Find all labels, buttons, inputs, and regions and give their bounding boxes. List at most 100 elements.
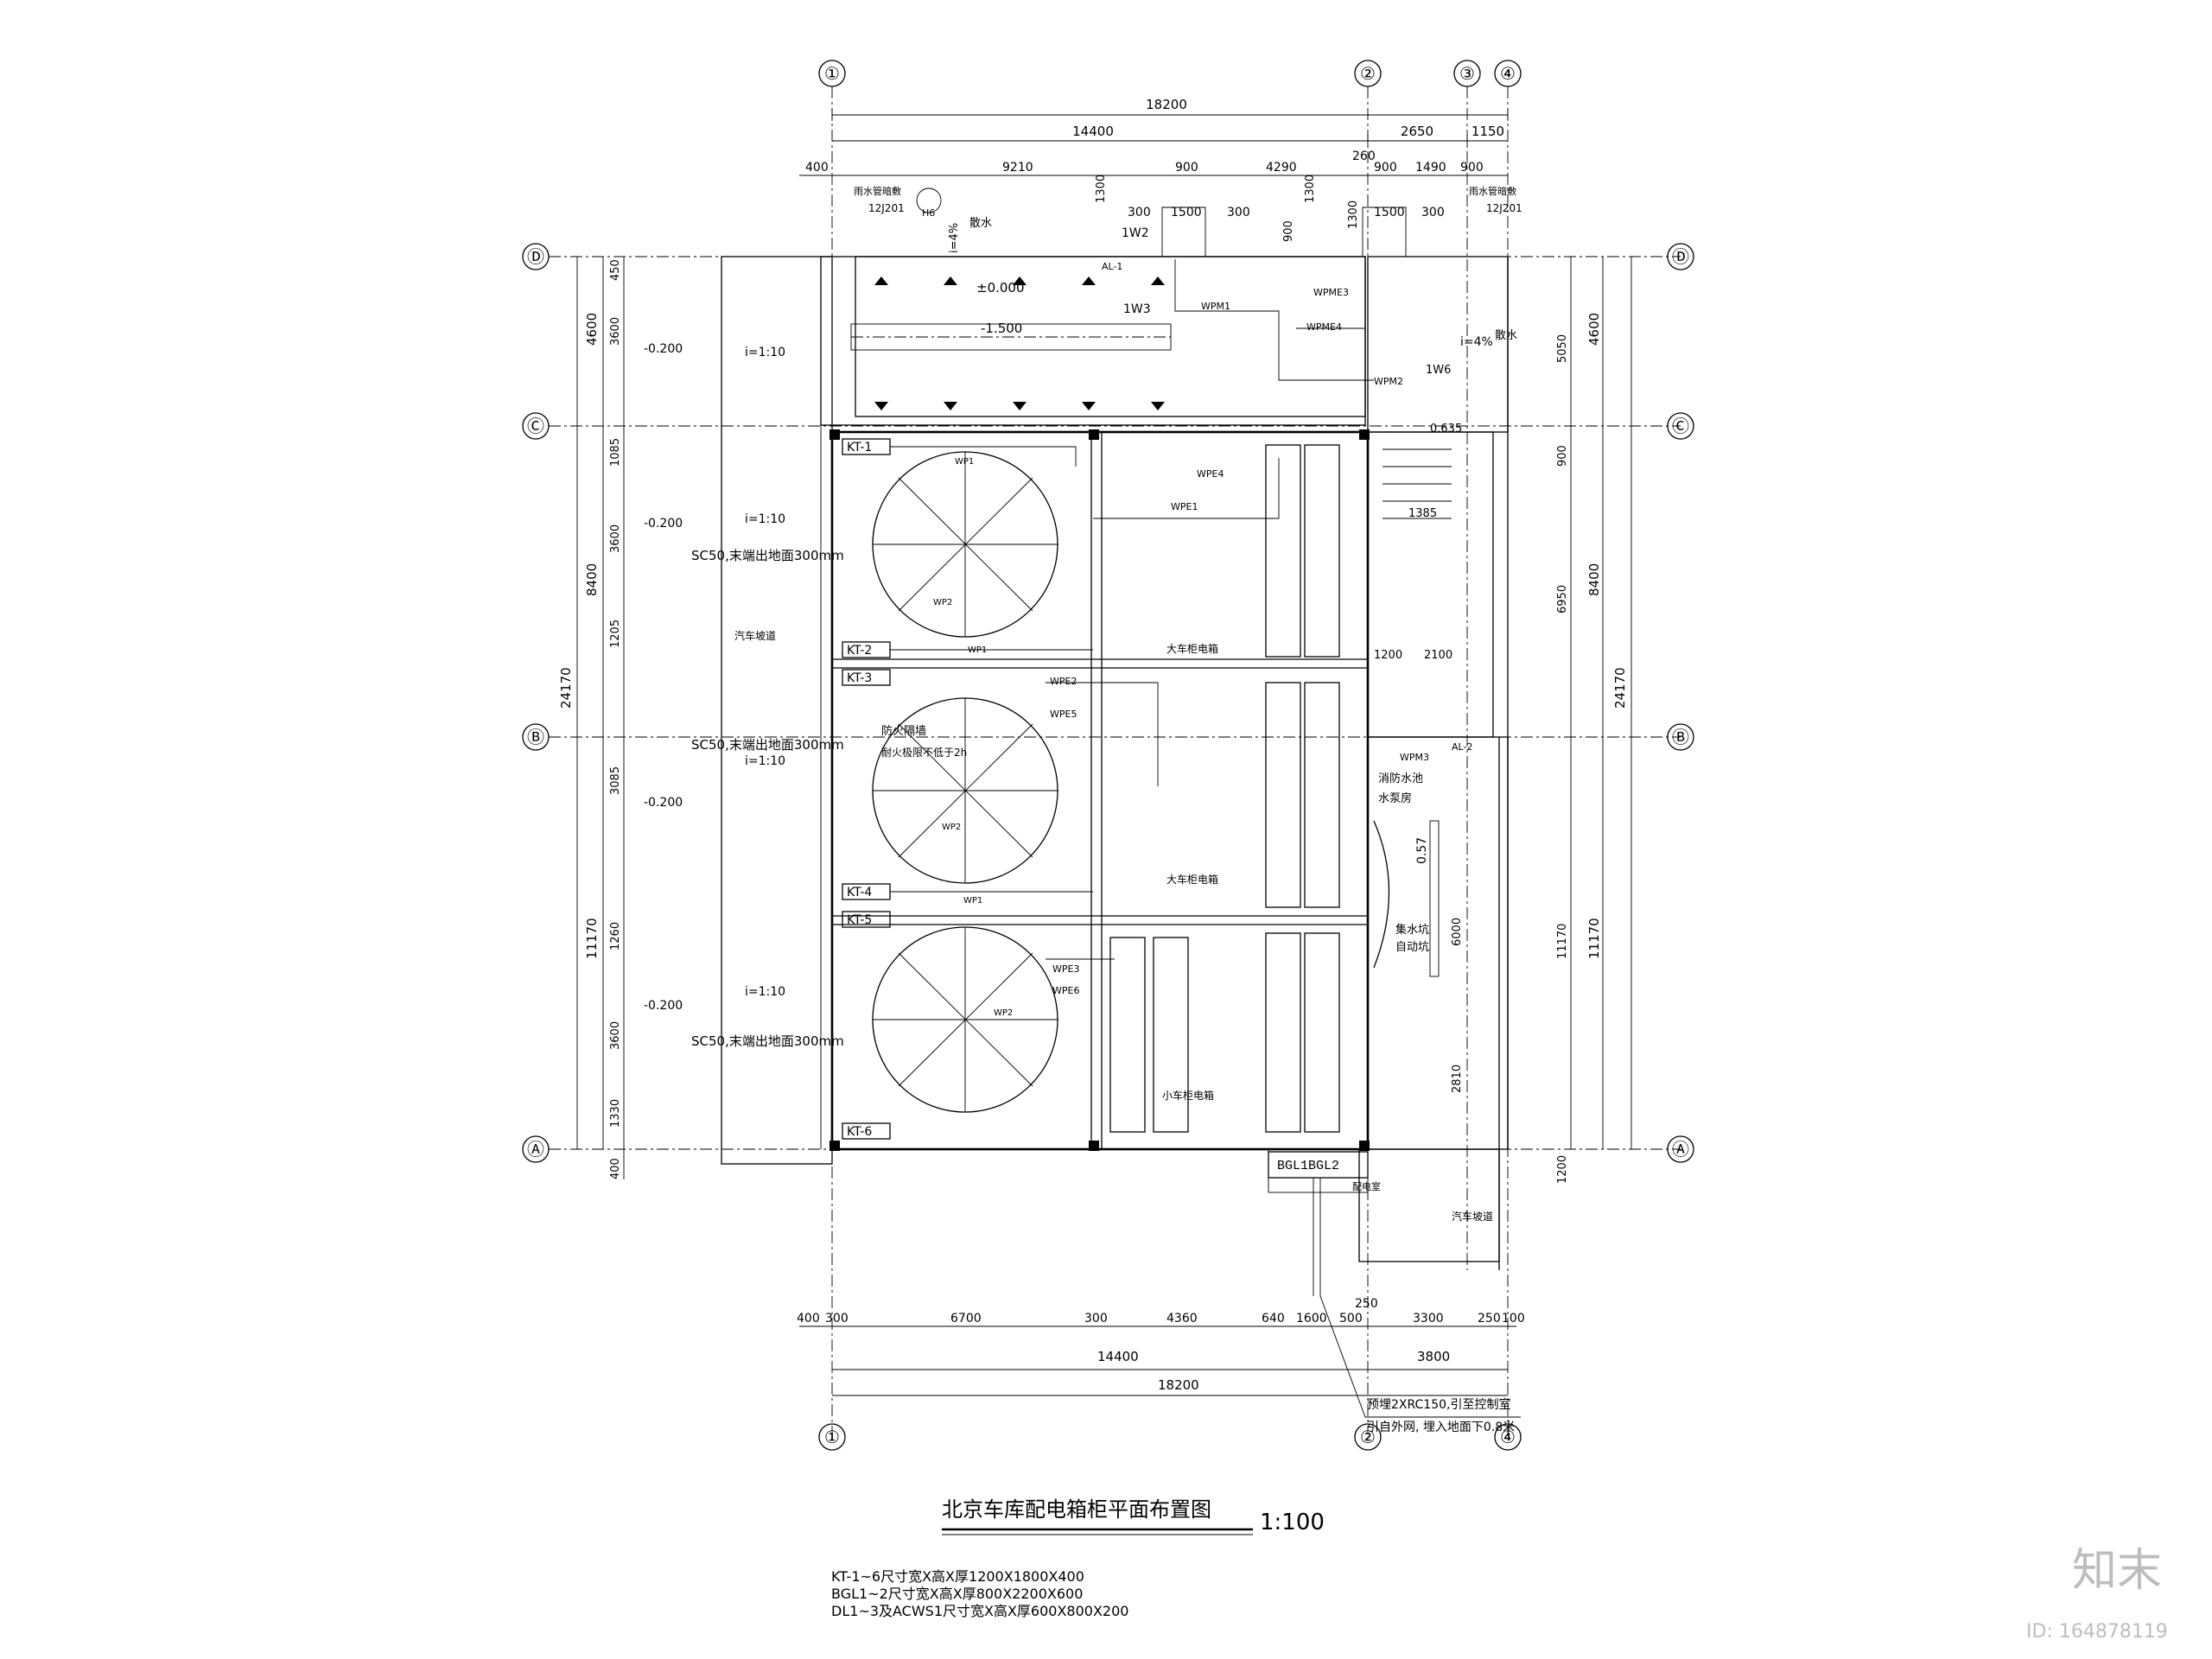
dim-left-total: 24170 <box>558 667 574 709</box>
dim-ri-3: 900 <box>1556 445 1569 467</box>
dim-li-17: 1330 <box>609 1099 622 1128</box>
dim-left-1: 4600 <box>584 313 600 346</box>
ref-12j201-r: 12J201 <box>1486 202 1522 214</box>
elev-neg-1500: -1.500 <box>981 321 1022 336</box>
dim-top-mid-2: 2650 <box>1401 124 1433 139</box>
dim-b-4: 300 <box>1084 1312 1108 1325</box>
sc50-1: SC50,末端出地面300mm <box>691 548 844 563</box>
dim-small-8: 1300 <box>1347 200 1360 229</box>
dim-top-d5: 260 <box>1352 149 1376 163</box>
bottom-dimensions: 400 300 6700 300 4360 640 1600 500 250 3… <box>797 1297 1525 1396</box>
left-dimensions: 24170 4600 8400 11170 450 3600 1085 3600… <box>558 257 625 1179</box>
dim-b-3: 6700 <box>950 1312 982 1325</box>
car-ramp-1: 汽车坡道 <box>734 629 776 642</box>
dim-top-d1: 400 <box>805 161 829 175</box>
dim-top-d4: 4290 <box>1266 161 1297 175</box>
dim-b-2: 300 <box>825 1312 849 1325</box>
dim-right-3: 11170 <box>1586 918 1602 959</box>
distribution-room: BGL1BGL2 配电室 预埋2XRC150,引至控制室 引自外网, 埋入地面下… <box>1268 1151 1521 1434</box>
fire-rating-label: 耐火极限不低于2h <box>881 747 967 759</box>
dim-li-7: 3600 <box>609 524 622 553</box>
charging-racks: 大车柜电箱 大车柜电箱 小车柜电箱 <box>1109 444 1340 1133</box>
wire-wp1-b: WP1 <box>968 645 987 655</box>
wire-wpm3: WPM3 <box>1400 752 1429 763</box>
water-tank-2: 水泵房 <box>1378 791 1412 805</box>
elev-0635: 0.635 <box>1430 423 1462 435</box>
dim-li-3: 3600 <box>609 317 622 346</box>
elev-0: ±0.000 <box>976 280 1025 296</box>
dim-ri-2: 5050 <box>1556 334 1569 363</box>
water-tank: 消防水池 <box>1378 772 1423 785</box>
dim-b-mid-1: 14400 <box>1097 1349 1139 1364</box>
wire-wpe2: WPE2 <box>1050 676 1077 687</box>
dim-top-d2: 9210 <box>1002 161 1033 175</box>
grid-col-3-top: ③ <box>1459 63 1475 84</box>
kt-1: KT-1 <box>847 441 872 454</box>
dim-small-3: 300 <box>1227 206 1250 219</box>
dim-small-7: 300 <box>1421 206 1445 219</box>
kt-panels: KT-1 KT-2 KT-3 KT-4 KT-5 KT-6 <box>842 438 891 1140</box>
elev-l1: -0.200 <box>644 342 683 356</box>
panel-al2: AL-2 <box>1452 741 1472 753</box>
grid-row-d-right: Ⓓ <box>1672 246 1689 267</box>
title-scale: 1:100 <box>1260 1510 1325 1535</box>
grid-axes <box>549 86 1681 1434</box>
dim-ri-4: 6950 <box>1556 585 1569 613</box>
dim-right-2: 8400 <box>1586 563 1602 596</box>
bgl-label: BGL1BGL2 <box>1277 1159 1339 1173</box>
watermark: 知末 ID: 164878119 <box>2026 1545 2168 1643</box>
right-dimensions: 24170 4600 8400 11170 5050 900 6950 1117… <box>1374 257 1632 1184</box>
slope-5: i=1:10 <box>745 985 785 999</box>
grid-bubbles: ① ② ③ ④ ① ② ④ Ⓓ Ⓒ Ⓑ Ⓐ Ⓓ Ⓒ Ⓑ Ⓐ <box>522 60 1694 1451</box>
pit-2: 自动坑 <box>1395 941 1429 954</box>
dim-misc-1200: 1200 <box>1374 649 1402 662</box>
wire-wpe5: WPE5 <box>1050 709 1077 720</box>
dim-ri-7: 1200 <box>1556 1155 1569 1184</box>
panel-big-1: 大车柜电箱 <box>1166 642 1218 655</box>
grid-col-2-top: ② <box>1360 63 1376 84</box>
dim-b-10: 3300 <box>1413 1312 1444 1325</box>
slope-1: i=1:10 <box>745 346 785 359</box>
elev-l4: -0.200 <box>644 999 683 1013</box>
grid-col-4-bottom: ④ <box>1500 1427 1516 1447</box>
grid-row-a-right: Ⓐ <box>1672 1139 1689 1160</box>
parking-bays: 防火隔墙 耐火极限不低于2h <box>872 451 1058 1113</box>
dim-right-total: 24170 <box>1612 667 1628 709</box>
watermark-id: ID: 164878119 <box>2026 1621 2168 1643</box>
dim-li-15: 1260 <box>609 922 622 950</box>
ref-h6: H6 <box>922 207 935 219</box>
grid-row-b-left: Ⓑ <box>527 727 544 747</box>
dim-li-19: 400 <box>609 1158 622 1179</box>
drain-l: 散水 <box>969 217 992 230</box>
slope-6: i=4% <box>948 223 961 253</box>
dim-b-1: 400 <box>797 1312 820 1325</box>
kt-4: KT-4 <box>847 886 872 899</box>
wire-1w3: 1W3 <box>1123 302 1151 316</box>
fire-wall-label: 防火隔墙 <box>881 724 926 738</box>
dim-small-1: 300 <box>1128 206 1151 219</box>
pit-1: 集水坑 <box>1395 923 1429 937</box>
dim-b-11: 250 <box>1478 1312 1501 1325</box>
kt-2: KT-2 <box>847 644 872 658</box>
drain-pipe-l: 雨水管暗敷 <box>854 185 901 197</box>
wire-wpm1: WPM1 <box>1201 301 1230 312</box>
slope-2: i=1:10 <box>745 512 785 526</box>
wiring: WP1 WP2 WP1 WP2 WP1 WP2 WPE4 WPE1 WPE2 W… <box>890 446 1429 1018</box>
grid-row-a-left: Ⓐ <box>527 1139 544 1160</box>
cable-label: 预埋2XRC150,引至控制室 <box>1367 1397 1510 1412</box>
cable-label-2: 引自外网, 埋入地面下0.8米 <box>1367 1421 1515 1434</box>
panel-big-2: 大车柜电箱 <box>1166 873 1218 886</box>
grid-col-2-bottom: ② <box>1360 1427 1376 1447</box>
dim-top-mid-1: 14400 <box>1072 124 1114 139</box>
dim-small-5: 1300 <box>1304 175 1317 203</box>
pump-room: ±0.000 -1.500 1W3 1W2 AL-1 WPM1 WPME3 WP… <box>850 226 1462 435</box>
wire-wp1-c: WP1 <box>963 896 982 906</box>
car-ramp-2: 汽车坡道 <box>1452 1210 1493 1223</box>
grid-row-c-right: Ⓒ <box>1672 416 1689 436</box>
wire-wpme4: WPME4 <box>1306 321 1342 333</box>
wire-wpm2: WPM2 <box>1374 376 1403 387</box>
grid-col-1-bottom: ① <box>824 1427 840 1447</box>
top-dimensions: 18200 14400 2650 1150 400 9210 900 4290 … <box>799 97 1509 242</box>
ramp-labels: i=1:10 i=1:10 i=1:10 i=1:10 i=4% i=4% SC… <box>644 185 1522 1223</box>
